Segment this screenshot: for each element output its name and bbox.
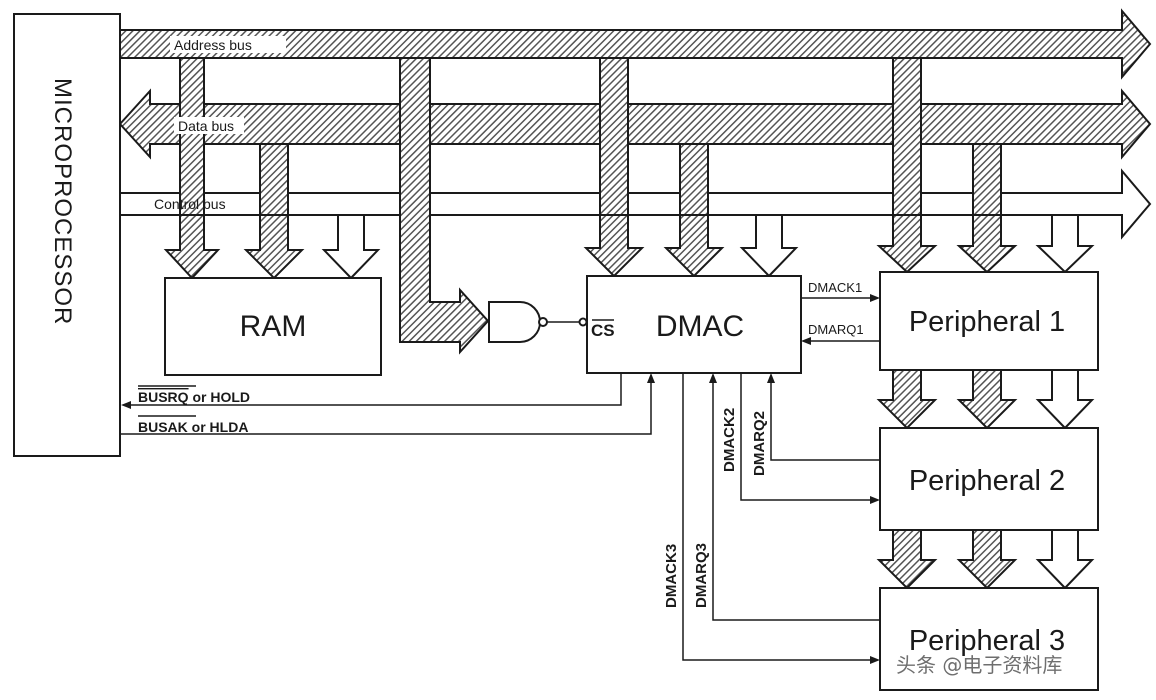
address-bus-label: Address bus: [174, 37, 252, 53]
periph1-control-arrow: [1035, 214, 1095, 274]
dmac-box: [586, 275, 802, 374]
watermark: 头条 @电子资料库: [896, 653, 1062, 677]
nand-bubble: [538, 317, 548, 327]
ram-label: RAM: [240, 310, 307, 343]
address-bus: [119, 8, 1152, 80]
svg-text:BUSAK or HLDA: BUSAK or HLDA: [138, 419, 248, 435]
dmarq3-label: DMARQ3: [693, 543, 710, 608]
periph3-data-arrow: [956, 529, 1018, 590]
peripheral-3-box: [879, 587, 1099, 691]
periph2-data-arrow: [956, 369, 1018, 430]
dmack2-label: DMACK2: [721, 408, 738, 472]
dmac-control-arrow: [739, 214, 799, 278]
dmac-cs-label: CS: [591, 321, 615, 340]
dmac-address-stem: [399, 57, 490, 355]
peripheral-3-label: Peripheral 3: [909, 625, 1065, 657]
dmac-label: DMAC: [656, 310, 744, 343]
peripheral-1-box: [879, 271, 1099, 371]
ram-box: [164, 277, 382, 376]
peripheral-1-label: Peripheral 1: [909, 306, 1065, 338]
cs-bubble: [578, 317, 588, 327]
periph2-control-arrow: [1035, 369, 1095, 430]
busak-label: BUSAK: [138, 419, 188, 435]
periph1-data-arrow: [956, 214, 1018, 274]
peripheral-2-box: [879, 427, 1099, 531]
busrq-label: BUSRQ: [138, 389, 189, 405]
dmac-data-arrow: [663, 214, 725, 278]
ram-control-arrow: [321, 214, 381, 280]
ram-address-arrow: [163, 214, 221, 280]
dmac-address-arrow: [583, 214, 645, 278]
peripheral-2-label: Peripheral 2: [909, 465, 1065, 497]
dmack3-label: DMACK3: [663, 544, 680, 608]
microprocessor-label: MICROPROCESSOR: [49, 78, 76, 325]
svg-text:BUSRQ or HOLD: BUSRQ or HOLD: [138, 389, 250, 405]
control-bus-label: Control bus: [154, 196, 226, 212]
busrq-rest: or HOLD: [189, 389, 250, 405]
periph2-address-arrow: [876, 369, 938, 430]
nand-gate: [488, 301, 541, 343]
microprocessor-box: [13, 13, 121, 457]
busak-rest: or HLDA: [188, 419, 249, 435]
periph1-address-arrow: [876, 214, 938, 274]
data-bus-label: Data bus: [178, 118, 234, 134]
periph3-address-arrow: [876, 529, 938, 590]
dmarq1-label: DMARQ1: [808, 322, 864, 337]
ram-data-arrow: [243, 214, 305, 280]
periph3-control-arrow: [1035, 529, 1095, 590]
dmack1-label: DMACK1: [808, 280, 862, 295]
dmarq2-label: DMARQ2: [751, 411, 768, 476]
